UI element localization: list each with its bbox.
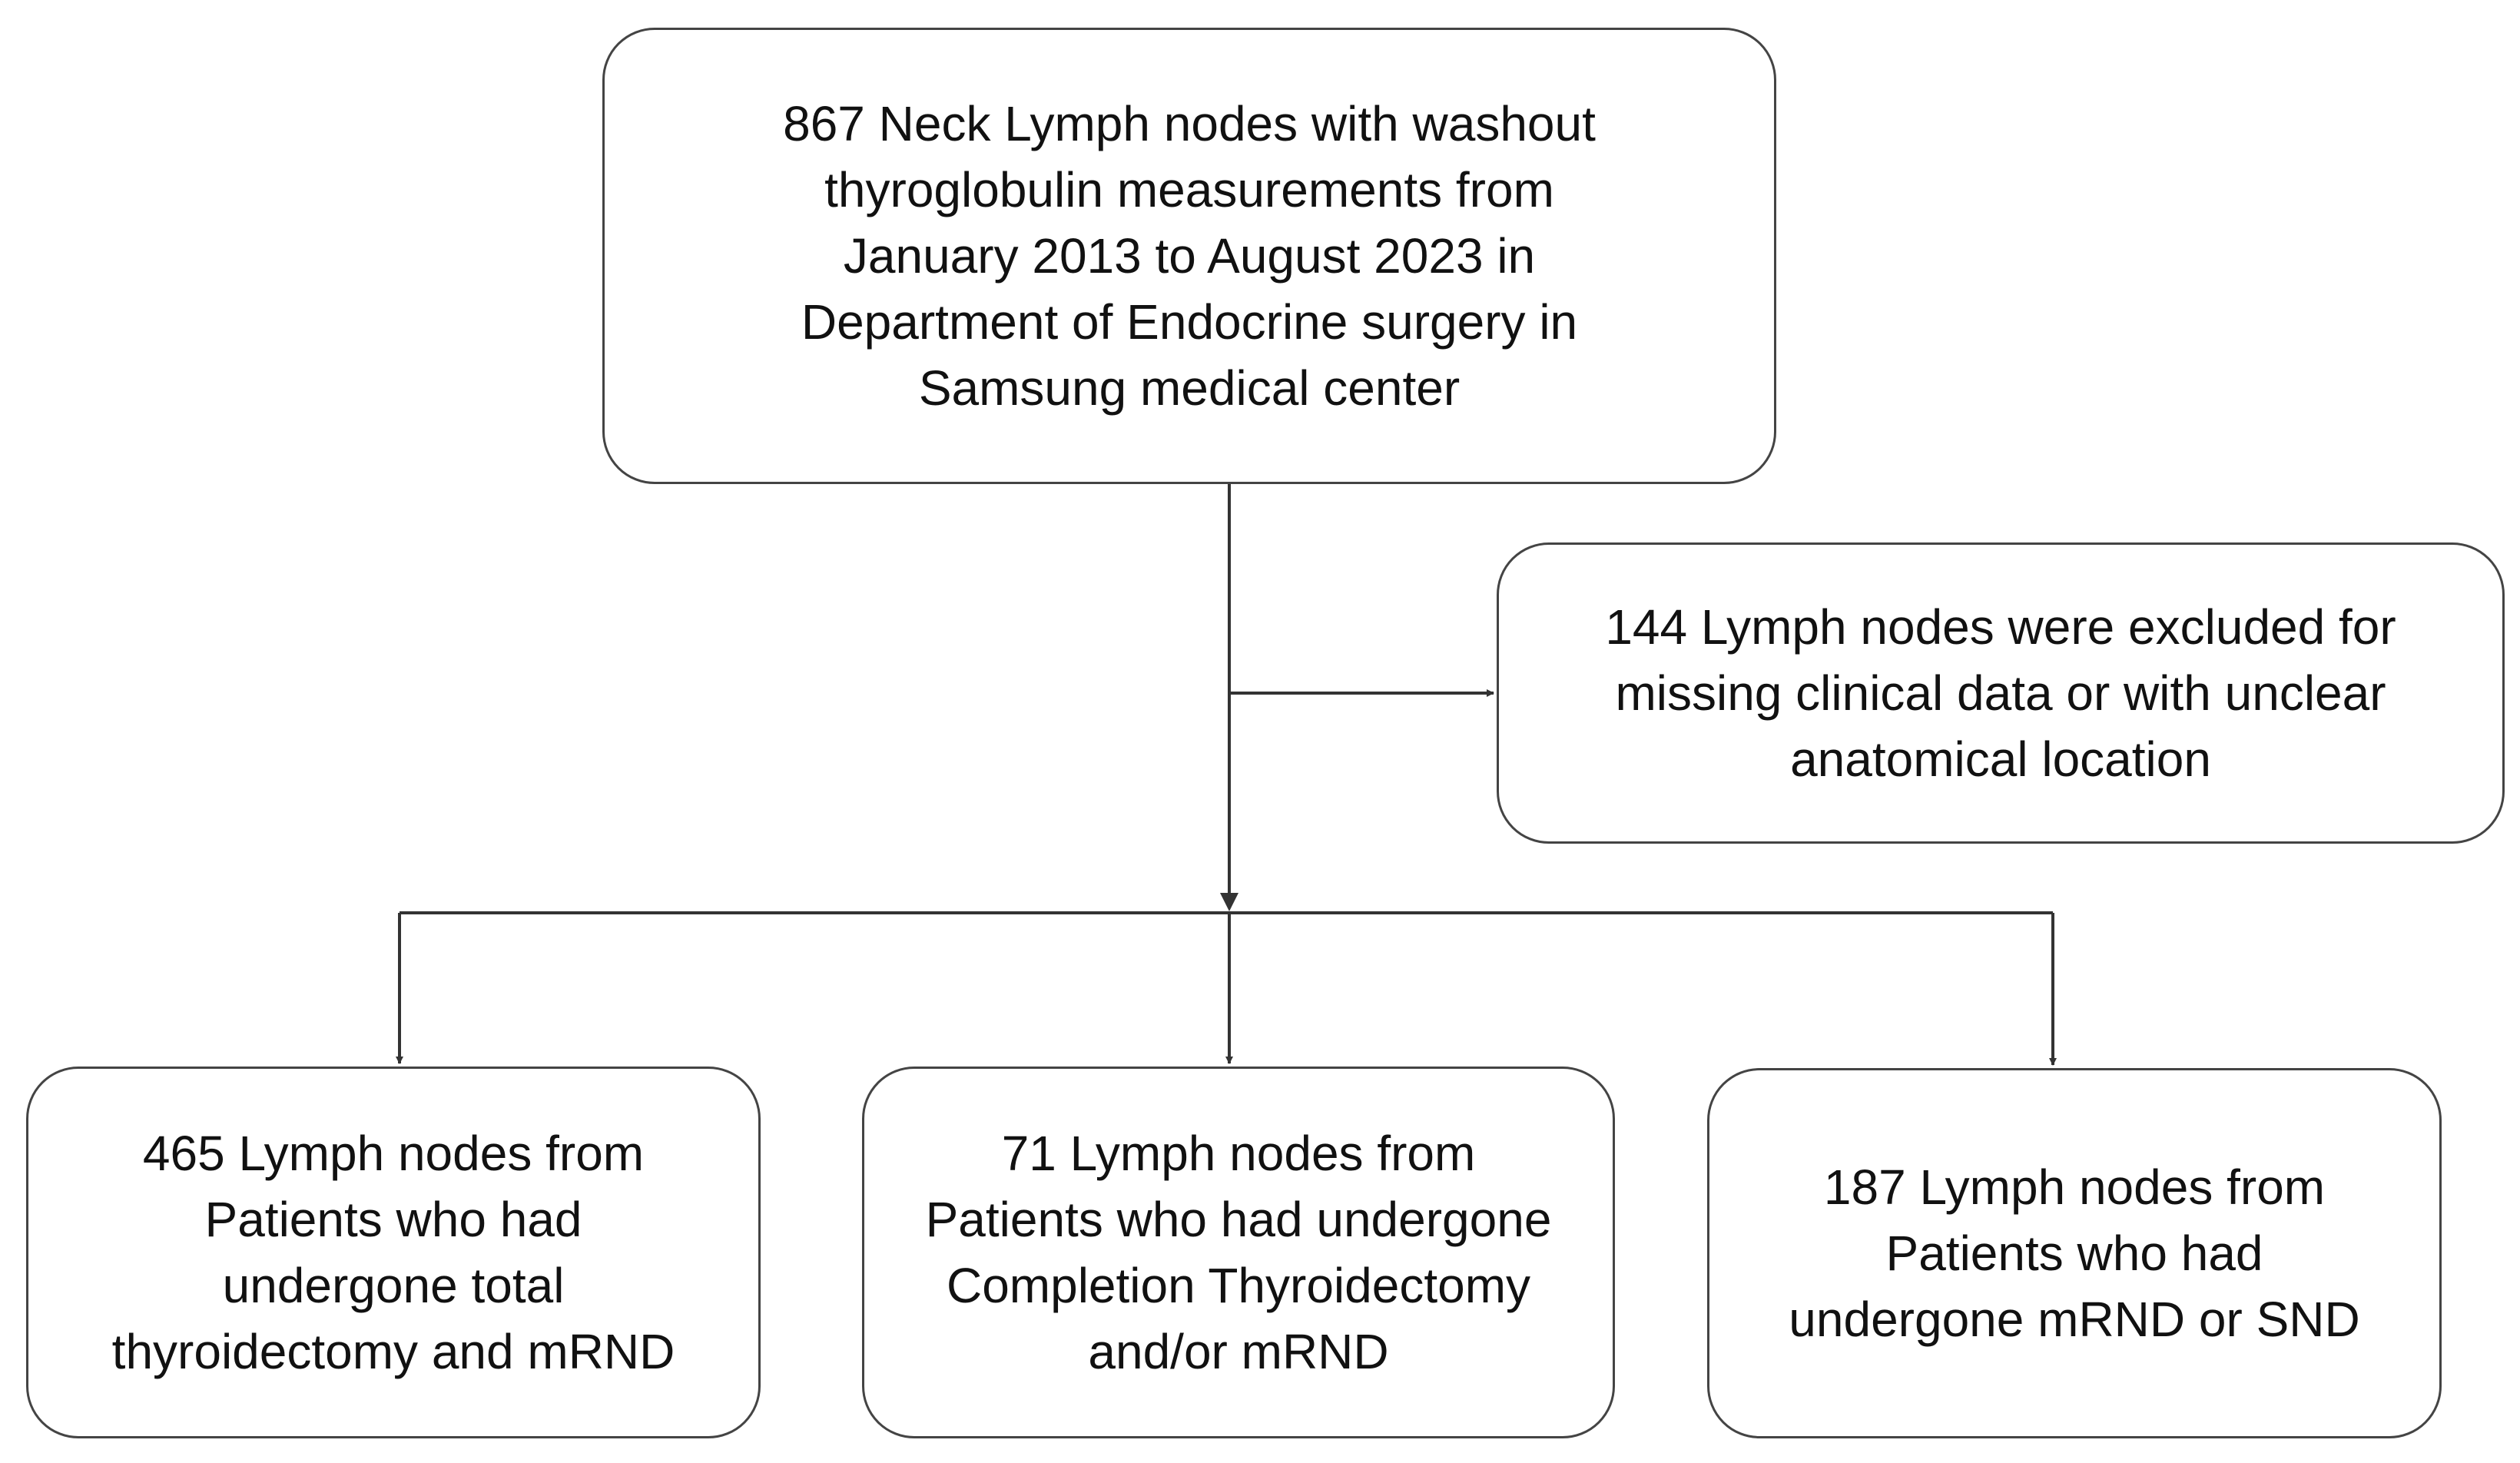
completion-thyroidectomy-box-text: 71 Lymph nodes from Patients who had und… xyxy=(925,1126,1552,1379)
mrnd-or-snd-box-text: 187 Lymph nodes from Patients who had un… xyxy=(1789,1159,2360,1347)
total-thyroidectomy-box-text: 465 Lymph nodes from Patients who had un… xyxy=(111,1126,675,1379)
completion-thyroidectomy-box: 71 Lymph nodes from Patients who had und… xyxy=(862,1067,1615,1438)
excluded-box: 144 Lymph nodes were excluded for missin… xyxy=(1497,542,2505,844)
trunk-arrowhead xyxy=(1220,893,1238,911)
total-thyroidectomy-box: 465 Lymph nodes from Patients who had un… xyxy=(26,1067,761,1438)
mrnd-or-snd-box: 187 Lymph nodes from Patients who had un… xyxy=(1707,1068,2442,1438)
source-box: 867 Neck Lymph nodes with washout thyrog… xyxy=(602,28,1776,484)
excluded-box-text: 144 Lymph nodes were excluded for missin… xyxy=(1605,599,2396,787)
source-box-text: 867 Neck Lymph nodes with washout thyrog… xyxy=(783,96,1596,416)
